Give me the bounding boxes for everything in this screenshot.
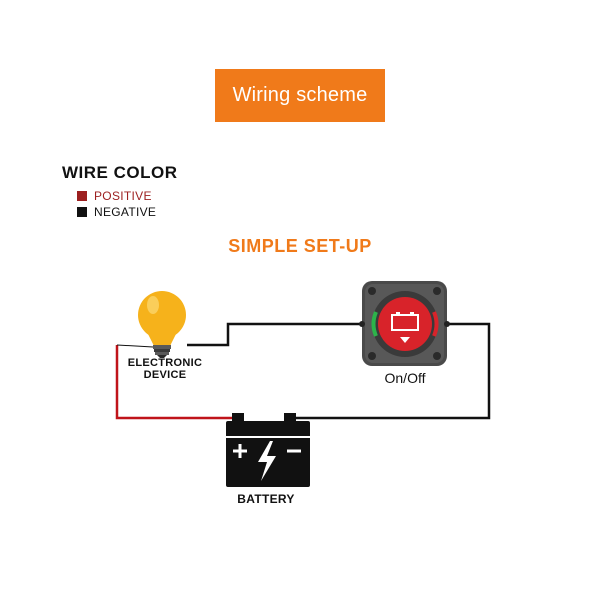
legend-title: WIRE COLOR xyxy=(62,163,178,182)
light-bulb-icon xyxy=(116,291,186,358)
battery-switch-icon xyxy=(359,281,450,366)
negative-wire-switch-to-battery xyxy=(296,322,491,420)
positive-swatch xyxy=(77,191,87,201)
switch-label: On/Off xyxy=(384,370,426,386)
negative-swatch xyxy=(77,207,87,217)
setup-title: SIMPLE SET-UP xyxy=(228,236,372,256)
legend-item-negative: NEGATIVE xyxy=(77,205,178,219)
legend-label-positive: POSITIVE xyxy=(94,189,152,203)
legend-item-positive: POSITIVE xyxy=(77,189,178,203)
legend-label-negative: NEGATIVE xyxy=(94,205,157,219)
battery-icon xyxy=(226,413,310,487)
positive-wire xyxy=(115,345,235,420)
battery-label: BATTERY xyxy=(237,492,295,506)
negative-wire-bulb-to-switch xyxy=(187,322,362,347)
wire-color-legend: WIRE COLOR POSITIVE NEGATIVE xyxy=(62,163,178,219)
device-label: ELECTRONIC DEVICE xyxy=(127,357,203,381)
title-banner: Wiring scheme xyxy=(215,69,385,122)
